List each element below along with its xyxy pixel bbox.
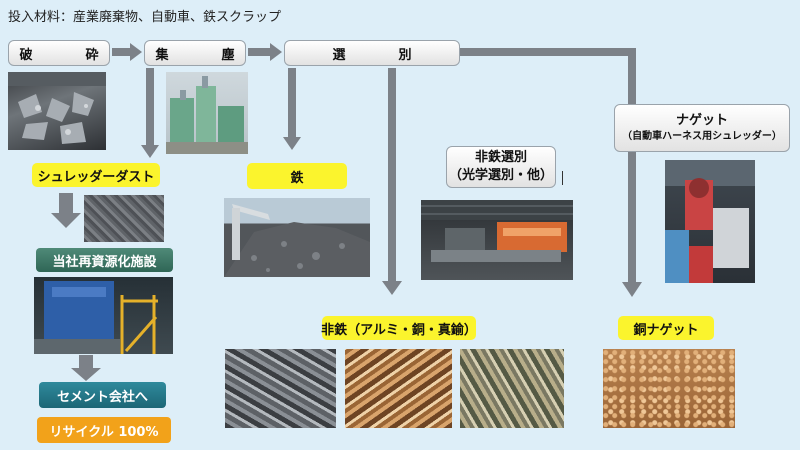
nugget-box: ナゲット （自動車ハーネス用シュレッダー）: [614, 104, 790, 152]
aluminum-scrap-photo: [225, 349, 336, 428]
copper-nugget-text: 銅ナゲット: [633, 322, 699, 338]
copper-nugget-label: 銅ナゲット: [618, 316, 714, 340]
nonferrous-sort-box: 非鉄選別 （光学選別・他）: [446, 146, 556, 188]
nugget-sublabel: （自動車ハーネス用シュレッダー）: [622, 131, 782, 143]
divider-bar: [562, 171, 563, 185]
copper-scrap-photo: [345, 349, 452, 428]
recycle-rate-badge: リサイクル 100%: [37, 417, 171, 443]
nonferrous-sort-sublabel: （光学選別・他）: [448, 168, 553, 183]
arrow-dust-down: [146, 68, 154, 146]
to-cement-text: セメント会社へ: [57, 389, 148, 405]
nugget-machine-photo: [665, 160, 755, 283]
to-cement-label: セメント会社へ: [39, 382, 166, 408]
arrow-dust-to-sort-head: [270, 43, 282, 61]
arrow-sd-to-facility-head: [51, 213, 81, 228]
recycling-facility-text: 当社再資源化施設: [52, 254, 157, 270]
nugget-label: ナゲット: [675, 113, 728, 129]
arrow-sort-to-copper-head: [622, 282, 642, 297]
shredder-dust-photo: [84, 195, 164, 242]
arrow-sort-to-copper-h: [460, 48, 636, 56]
arrow-dust-down-head: [141, 145, 159, 158]
nonferrous-text: 非鉄（アルミ・銅・真鍮）: [321, 322, 477, 338]
sort-box: 選 別: [284, 40, 460, 66]
arrow-sort-to-copper-v: [628, 48, 636, 284]
shredder-dust-label: シュレッダーダスト: [32, 163, 160, 187]
copper-nugget-photo: [603, 349, 735, 428]
iron-label: 鉄: [247, 163, 347, 189]
crusher-photo: [8, 72, 106, 150]
arrow-facility-to-cement-head: [71, 368, 101, 381]
arrow-sort-to-nonferrous-head: [382, 281, 402, 295]
recycling-facility-label: 当社再資源化施設: [36, 248, 173, 272]
shredder-dust-text: シュレッダーダスト: [37, 169, 155, 185]
input-materials-caption: 投入材料：産業廃棄物、自動車、鉄スクラップ: [8, 10, 282, 25]
dust-collect-box: 集 塵: [144, 40, 246, 66]
nonferrous-label: 非鉄（アルミ・銅・真鍮）: [321, 316, 477, 340]
crush-box: 破 砕: [8, 40, 110, 66]
dust-collector-photo: [166, 72, 248, 154]
nonferrous-sort-photo: [421, 200, 573, 280]
arrow-crush-to-dust: [112, 48, 132, 56]
arrow-facility-to-cement-shaft: [79, 355, 93, 370]
crush-label: 破 砕: [19, 47, 119, 63]
iron-text: 鉄: [290, 170, 304, 186]
dust-collect-label: 集 塵: [155, 47, 255, 63]
arrow-sort-to-iron-head: [283, 137, 301, 150]
recycling-facility-photo: [34, 277, 173, 354]
sort-label: 選 別: [332, 47, 432, 63]
arrow-sort-to-nonferrous: [388, 68, 396, 283]
arrow-sort-to-iron: [288, 68, 296, 138]
arrow-crush-to-dust-head: [130, 43, 142, 61]
arrow-dust-to-sort: [248, 48, 272, 56]
arrow-sd-to-facility-shaft: [59, 193, 73, 215]
iron-scrap-photo: [224, 198, 370, 277]
nonferrous-sort-label: 非鉄選別: [474, 150, 527, 166]
recycle-rate-text: リサイクル 100%: [49, 424, 159, 440]
brass-scrap-photo: [460, 349, 564, 428]
